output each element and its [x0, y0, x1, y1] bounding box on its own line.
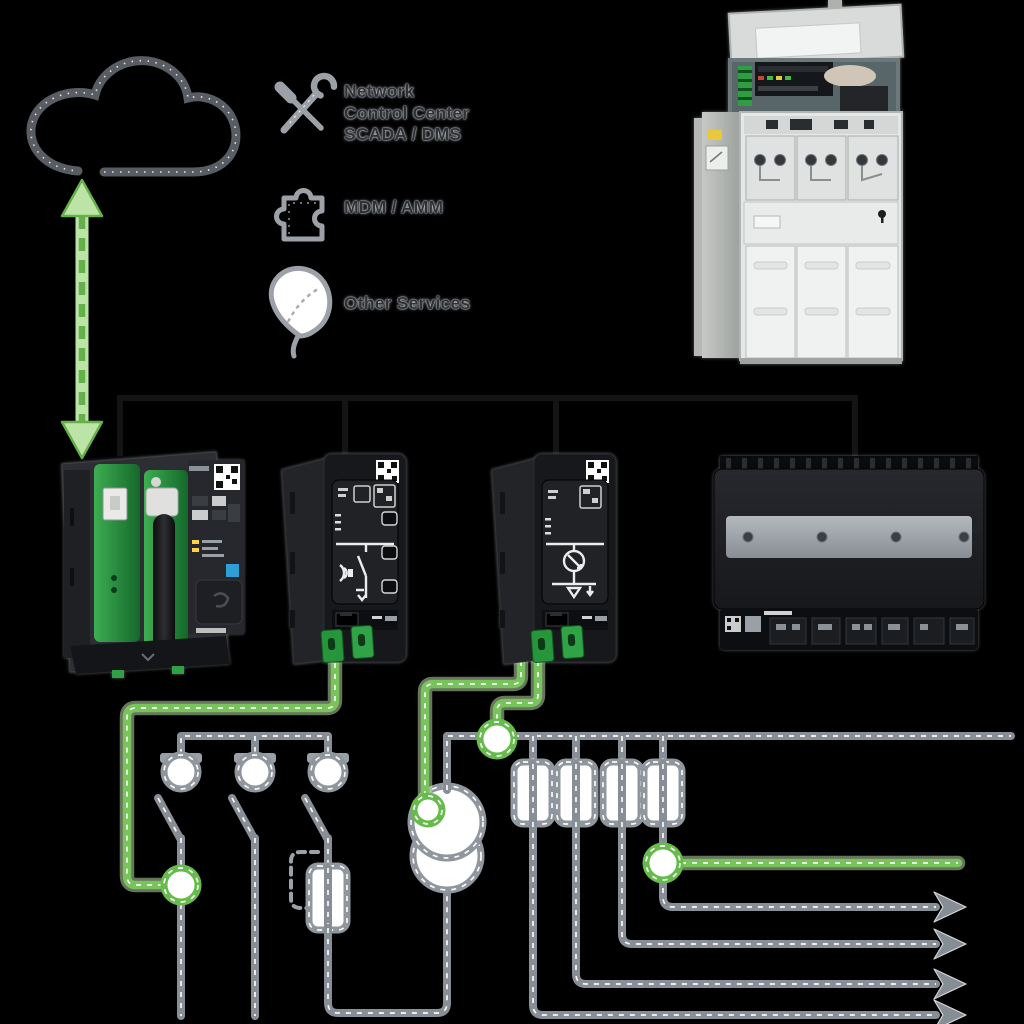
- green-sensor-ring: [163, 867, 199, 903]
- leaf-icon: [268, 266, 333, 359]
- switch-blade: [304, 797, 329, 841]
- din-rail-rtu-switch-mimic: [281, 453, 407, 665]
- din-rail-bar: [726, 516, 972, 558]
- qr-code: [586, 460, 609, 483]
- green-sensor-ring: [645, 845, 681, 881]
- switch-blade: [231, 797, 256, 841]
- puzzle-icon: [274, 188, 325, 242]
- label-network-control-center: Network Control Center SCADA / DMS: [344, 81, 469, 146]
- rtu-gateway-with-antenna: [61, 451, 244, 678]
- mv-lv-single-line-diagram: [119, 642, 1015, 1024]
- port-button: [381, 545, 398, 560]
- vent-strip: [720, 456, 978, 471]
- mv-switchgear-cabinet-photo: [694, 0, 905, 364]
- label-mdm-amm: MDM / AMM: [344, 197, 444, 217]
- green-sensor-ring: [413, 795, 443, 825]
- antenna: [153, 514, 175, 660]
- port-button: [381, 579, 398, 594]
- label-line: Network: [344, 81, 415, 101]
- switchgear-bays: [745, 135, 899, 201]
- feeder-load-arrows: [933, 891, 967, 1024]
- blue-chip: [226, 564, 239, 577]
- tools-icon: [274, 72, 338, 134]
- transformer-symbol: [407, 782, 487, 894]
- port-button: [381, 511, 398, 526]
- fuse-carriage-bracket: [289, 850, 320, 910]
- switchgear-doors: [745, 245, 899, 359]
- green-sensor-ring: [410, 792, 446, 828]
- ct-sensor-ring: [310, 754, 346, 790]
- arrow-up-head: [60, 178, 104, 218]
- qr-code: [214, 464, 240, 490]
- green-sensor-ring: [479, 721, 515, 757]
- cloud-icon: [26, 56, 241, 177]
- din-rail-rtu-transformer-mimic: [491, 453, 617, 665]
- label-line: Control Center: [344, 102, 470, 123]
- switch-blade: [157, 797, 182, 841]
- green-connectors: [320, 624, 375, 663]
- ct-sensor-ring: [163, 754, 199, 790]
- hatch-cover: [195, 579, 243, 625]
- switch-mimic-diagram: [336, 542, 394, 602]
- cloud-link-arrow: [60, 178, 104, 460]
- transformer-mimic-diagram: [546, 542, 604, 600]
- label-other-services: Other Services: [344, 293, 471, 313]
- arrow-down-head: [60, 420, 104, 460]
- black-comm-bus-line: [117, 395, 858, 460]
- substation-controller-unit: [713, 456, 985, 650]
- qr-code: [376, 460, 399, 483]
- label-line: SCADA / DMS: [344, 124, 462, 144]
- green-connectors: [530, 624, 585, 663]
- green-sensor-links: [119, 642, 966, 893]
- ct-sensor-ring: [237, 754, 273, 790]
- fuse: [308, 865, 348, 931]
